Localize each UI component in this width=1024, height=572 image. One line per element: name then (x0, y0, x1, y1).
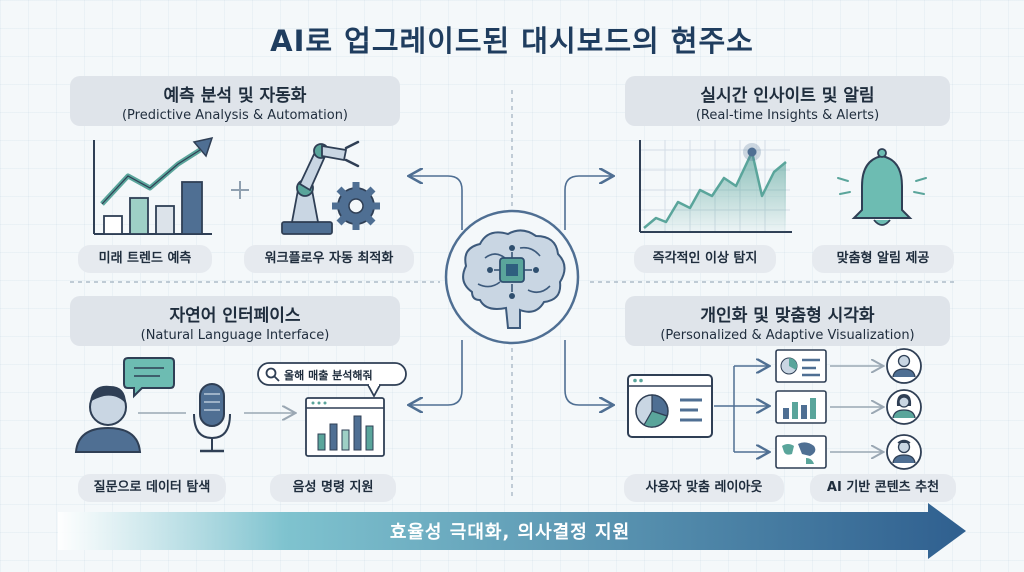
user-avatar-male-icon (886, 348, 922, 384)
realtime-title-en: (Real-time Insights & Alerts) (695, 108, 880, 123)
dashboard-layout-icon (627, 374, 713, 438)
footer-text: 효율성 극대화, 의사결정 지원 (389, 522, 631, 543)
personalized-header: 개인화 및 맞춤형 시각화 (Personalized & Adaptive V… (625, 296, 950, 346)
page-title: AI로 업그레이드된 대시보드의 현주소 (270, 24, 754, 58)
branch-connectors (714, 366, 768, 452)
tag-custom-alerts: 맞춤형 알림 제공 (812, 245, 954, 273)
brain-chip-icon (444, 209, 580, 345)
microphone-icon (193, 383, 231, 453)
bell-icon (837, 148, 927, 226)
predictive-title-ko: 예측 분석 및 자동화 (163, 86, 307, 106)
search-icon (265, 367, 277, 379)
footer-arrow (58, 503, 966, 559)
nlp-title-en: (Natural Language Interface) (140, 328, 330, 343)
map-widget-icon (775, 435, 827, 469)
robot-arm-gear-icon (281, 140, 380, 235)
tag-query-data: 질문으로 데이터 탐색 (78, 474, 226, 502)
bar-widget-icon (775, 390, 827, 424)
user-avatar-icon (886, 434, 922, 470)
nlp-title-ko: 자연어 인터페이스 (169, 306, 301, 326)
query-text: 올해 매출 분석해줘 (284, 369, 373, 382)
predictive-title-en: (Predictive Analysis & Automation) (121, 108, 349, 123)
user-icon (74, 385, 142, 453)
predictive-header: 예측 분석 및 자동화 (Predictive Analysis & Autom… (70, 76, 400, 126)
search-query-bubble (257, 362, 407, 398)
tag-custom-layout: 사용자 맞춤 레이아웃 (624, 474, 784, 502)
realtime-title-ko: 실시간 인사이트 및 알림 (700, 86, 875, 106)
personalized-title-ko: 개인화 및 맞춤형 시각화 (700, 306, 875, 326)
plus-icon (231, 181, 249, 199)
pie-widget-icon (775, 349, 827, 383)
tag-ai-content: AI 기반 콘텐츠 추천 (810, 474, 956, 502)
arrow-to-nlp (410, 340, 463, 405)
tag-anomaly-detection: 즉각적인 이상 탐지 (634, 245, 776, 273)
user-avatar-female-icon (886, 389, 922, 425)
arrow-to-predictive (410, 176, 463, 230)
growth-chart-icon (93, 136, 214, 235)
tag-future-trend: 미래 트렌드 예측 (78, 245, 212, 273)
result-bar-chart-icon (305, 397, 385, 457)
anomaly-line-chart-icon (639, 140, 792, 233)
tag-workflow-automation: 워크플로우 자동 최적화 (244, 245, 414, 273)
arrow-to-personalized (564, 340, 612, 405)
realtime-header: 실시간 인사이트 및 알림 (Real-time Insights & Aler… (625, 76, 950, 126)
chat-bubble-icon (123, 357, 175, 399)
tag-voice-command: 음성 명령 지원 (270, 474, 396, 502)
arrow-to-realtime (564, 176, 612, 230)
nlp-header: 자연어 인터페이스 (Natural Language Interface) (70, 296, 400, 346)
personalized-title-en: (Personalized & Adaptive Visualization) (660, 328, 915, 343)
widget-to-user-arrows (830, 366, 882, 452)
